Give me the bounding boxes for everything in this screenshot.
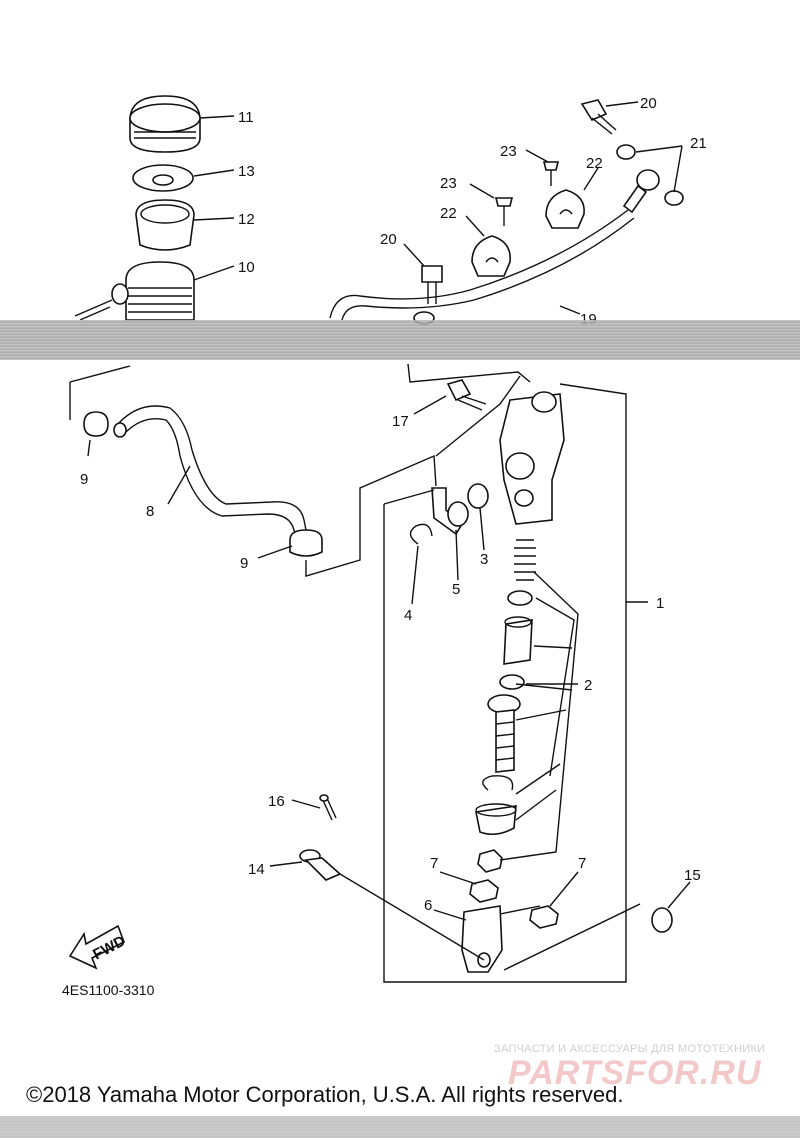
clevis-pin <box>299 849 342 881</box>
label-22-right: 22 <box>586 155 603 172</box>
label-7-left: 7 <box>430 855 438 872</box>
label-13: 13 <box>238 163 255 180</box>
label-20-lower: 20 <box>380 231 397 248</box>
master-cylinder-body <box>499 391 565 525</box>
o-ring <box>467 483 489 509</box>
screws <box>494 161 560 226</box>
dust-boot <box>475 803 517 836</box>
leader-lines <box>167 101 691 921</box>
label-11: 11 <box>238 109 254 126</box>
hose-clamp-left <box>471 235 511 277</box>
label-22-left: 22 <box>440 205 457 222</box>
copyright-notice: ©2018 Yamaha Motor Corporation, U.S.A. A… <box>26 1082 624 1107</box>
brake-hose <box>329 209 635 321</box>
label-23-left: 23 <box>440 175 457 192</box>
nut-7-left <box>469 879 499 903</box>
label-6: 6 <box>424 897 432 914</box>
union-bolt-upper <box>580 99 617 135</box>
reservoir-cap <box>129 95 201 153</box>
label-8: 8 <box>146 503 154 520</box>
label-14: 14 <box>248 861 265 878</box>
hose-clip-upper <box>83 411 109 437</box>
nut-7-right <box>529 905 559 929</box>
piston-cup-2 <box>499 674 525 690</box>
assembly-lines <box>69 363 648 983</box>
label-4: 4 <box>404 607 412 624</box>
label-9-lower: 9 <box>240 555 248 572</box>
bolt-17 <box>446 379 487 411</box>
diaphragm-plate <box>132 164 194 192</box>
hose-clamp-right <box>545 189 585 229</box>
label-1: 1 <box>656 595 664 612</box>
diaphragm <box>135 199 195 251</box>
push-rod <box>487 694 521 773</box>
cotter-pin <box>319 794 337 821</box>
label-9-upper: 9 <box>80 471 88 488</box>
label-5: 5 <box>452 581 460 598</box>
label-17: 17 <box>392 413 409 430</box>
union-bolt-lower <box>421 265 443 304</box>
banjo-fitting <box>622 169 660 214</box>
reservoir-tank <box>74 261 195 321</box>
label-16: 16 <box>268 793 285 810</box>
label-15: 15 <box>684 867 701 884</box>
watermark-caption: ЗАПЧАСТИ И АКСЕССУАРЫ ДЛЯ МОТОТЕХНИКИ <box>494 1043 766 1055</box>
label-12: 12 <box>238 211 255 228</box>
piston-cup-1 <box>507 590 533 606</box>
hose-clip-lower <box>289 529 323 557</box>
label-2: 2 <box>584 677 592 694</box>
fwd-arrow-icon: FWD <box>68 924 128 970</box>
washer-15 <box>651 907 673 933</box>
clevis <box>461 905 503 973</box>
circlip-4 <box>409 523 433 545</box>
piston <box>503 616 533 665</box>
hose-joint <box>431 487 469 536</box>
nut-upper <box>477 849 503 873</box>
label-3: 3 <box>480 551 488 568</box>
circlip-kit <box>482 775 514 791</box>
spring <box>514 539 536 581</box>
torn-paper-band <box>0 320 800 360</box>
label-7-right: 7 <box>578 855 586 872</box>
label-21: 21 <box>690 135 707 152</box>
diagram-code: 4ES1100-3310 <box>62 982 155 998</box>
label-20-upper: 20 <box>640 95 657 112</box>
watermark-logo: PARTSFOR.RU <box>508 1054 762 1092</box>
bottom-noise-band <box>0 1116 800 1138</box>
label-10: 10 <box>238 259 255 276</box>
reservoir-hose <box>113 405 307 537</box>
label-23-right: 23 <box>500 143 517 160</box>
